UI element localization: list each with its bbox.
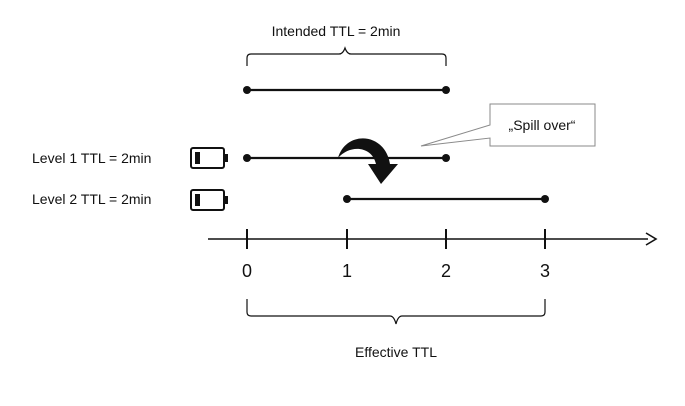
spill-over-label: „Spill over“ <box>509 117 576 133</box>
battery-low-icon <box>190 147 228 169</box>
intended-interval <box>243 86 450 94</box>
tick-label-2: 2 <box>441 261 451 281</box>
tick-label-0: 0 <box>242 261 252 281</box>
time-axis <box>208 229 658 249</box>
effective-ttl-label: Effective TTL <box>355 344 437 360</box>
level2-label: Level 2 TTL = 2min <box>32 191 151 207</box>
effective-ttl-brace <box>246 299 546 325</box>
level1-label: Level 1 TTL = 2min <box>32 150 151 166</box>
level2-interval <box>343 195 549 203</box>
intended-ttl-label: Intended TTL = 2min <box>272 23 401 39</box>
intended-ttl-brace <box>246 46 447 66</box>
tick-label-3: 3 <box>540 261 550 281</box>
tick-label-1: 1 <box>342 261 352 281</box>
curved-arrow-icon <box>338 138 398 184</box>
battery-low-icon <box>190 189 228 211</box>
level1-interval <box>243 154 450 162</box>
spill-over-callout: „Spill over“ <box>420 103 596 147</box>
